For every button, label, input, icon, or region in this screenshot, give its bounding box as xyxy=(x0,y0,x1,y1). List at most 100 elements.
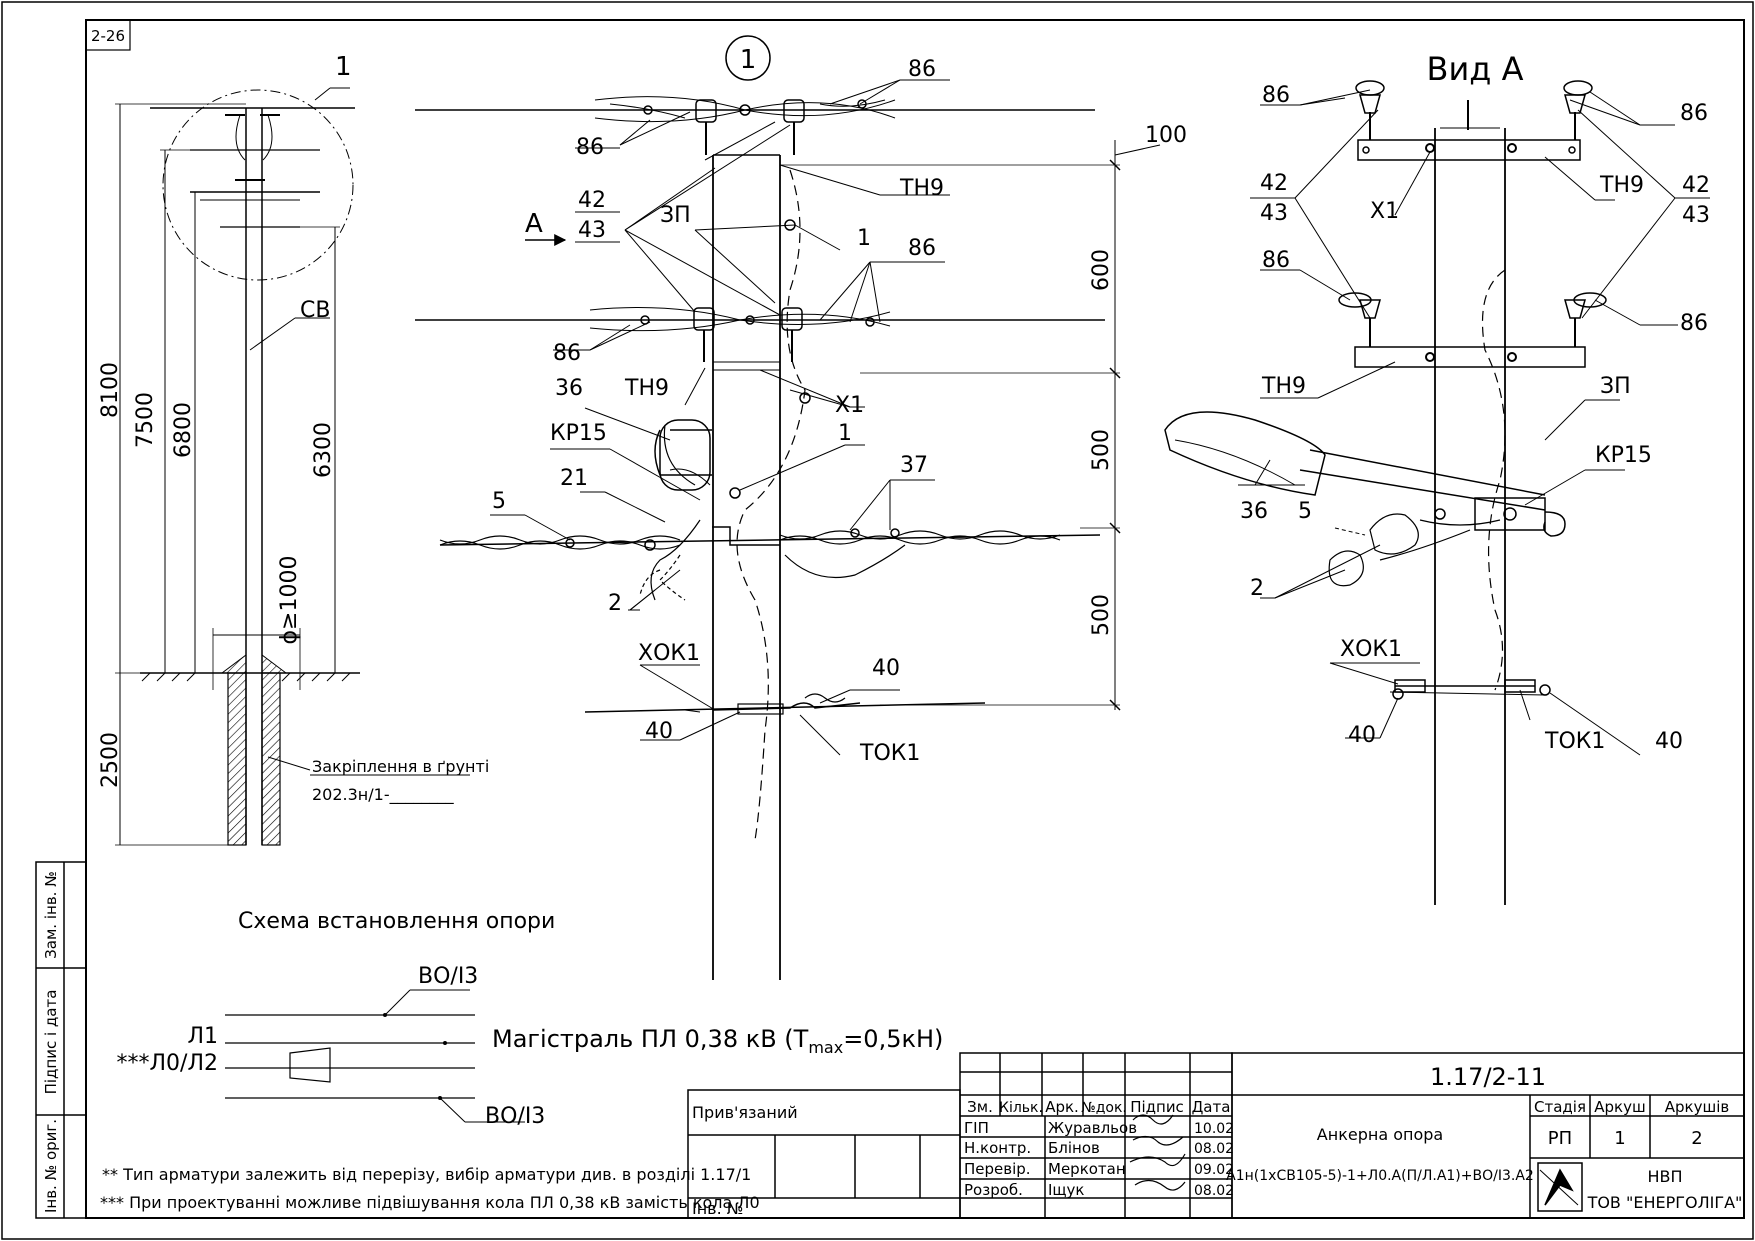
tb-head-ark: Арк. xyxy=(1045,1098,1079,1116)
label-42: 42 xyxy=(578,188,606,213)
label-36: 36 xyxy=(555,376,583,401)
general-label-1: 1 xyxy=(335,52,352,82)
tb-inv-no: Інв. № xyxy=(692,1199,743,1218)
tb-r3-name: Меркотан xyxy=(1048,1160,1126,1178)
label-21: 21 xyxy=(560,466,588,491)
side-stamp-pidpys: Підпис і дата xyxy=(42,990,60,1095)
note-1: ** Тип арматури залежить від перерізу, в… xyxy=(102,1165,751,1184)
tb-head-zm: Зм. xyxy=(967,1098,993,1116)
arrow-a-letter: А xyxy=(525,209,543,239)
view-a xyxy=(1164,80,1710,905)
label-40-right: 40 xyxy=(872,656,900,681)
tb-r2-name: Блінов xyxy=(1048,1139,1100,1157)
view-a-label-kr15: КР15 xyxy=(1595,443,1652,468)
dim-500-lower: 500 xyxy=(1089,594,1114,636)
scheme-vo13-bottom: ВО/І3 xyxy=(485,1104,545,1129)
tb-r2-role: Н.контр. xyxy=(964,1139,1031,1157)
dim-100: 100 xyxy=(1145,123,1187,148)
view-a-label-42-right: 42 xyxy=(1682,173,1710,198)
label-1-upper: 1 xyxy=(857,226,871,251)
scheme-vo13-top: ВО/І3 xyxy=(418,964,478,989)
label-2: 2 xyxy=(608,591,622,616)
tb-head-pidpys: Підпис xyxy=(1130,1098,1184,1116)
installation-scheme xyxy=(225,989,525,1123)
tb-r3-role: Перевір. xyxy=(964,1160,1031,1178)
scheme-point-vo13-bottom xyxy=(438,1096,442,1100)
tb-desc1: Анкерна опора xyxy=(1317,1125,1443,1144)
side-stamp xyxy=(35,861,87,1219)
tb-pryviazanyi: Прив'язаний xyxy=(692,1103,798,1122)
tb-r4-name: Іщук xyxy=(1048,1181,1085,1199)
tb-r1-role: ГІП xyxy=(964,1119,989,1137)
dim-8100: 8100 xyxy=(98,362,123,418)
tb-head-kilk: Кільк. xyxy=(999,1100,1043,1116)
dim-1000: ϕ≥1000 xyxy=(277,556,302,645)
side-stamp-inv: Інв. № ориг. xyxy=(42,1119,60,1213)
tb-head-doc: №док. xyxy=(1081,1100,1127,1116)
tb-r1-date: 10.02 xyxy=(1194,1121,1234,1137)
label-37: 37 xyxy=(900,453,928,478)
view-a-label-86-mid-left: 86 xyxy=(1262,248,1290,273)
label-zp: ЗП xyxy=(660,203,691,228)
corner-code: 2-26 xyxy=(91,27,125,45)
tb-org2: ТОВ "ЕНЕРГОЛІГА" xyxy=(1587,1193,1743,1212)
corner-code-box xyxy=(85,19,131,51)
label-5: 5 xyxy=(492,489,506,514)
view-a-title: Вид А xyxy=(1427,50,1524,88)
tb-sheets-head: Аркушів xyxy=(1665,1098,1729,1116)
tb-r4-role: Розроб. xyxy=(964,1181,1023,1199)
scheme-point-mainline xyxy=(443,1041,447,1045)
dim-6300: 6300 xyxy=(311,422,336,478)
tb-head-data: Дата xyxy=(1192,1098,1231,1116)
title-block xyxy=(687,1052,1745,1219)
view-a-label-40-right: 40 xyxy=(1655,729,1683,754)
scheme-point-vo13-top xyxy=(383,1013,387,1017)
view-a-label-40-left: 40 xyxy=(1348,723,1376,748)
view-a-label-xok1: ХОК1 xyxy=(1340,637,1402,662)
label-kr15: КР15 xyxy=(550,421,607,446)
scheme-l1: Л1 xyxy=(187,1024,218,1049)
general-label-sv: СВ xyxy=(300,298,330,323)
label-tok1: ТОК1 xyxy=(859,741,920,766)
view-a-label-th9-lower: ТН9 xyxy=(1261,374,1306,399)
view-a-label-zp: ЗП xyxy=(1600,374,1631,399)
tb-sheet-head: Аркуш xyxy=(1594,1098,1645,1116)
ground-note-line1: Закріплення в ґрунті xyxy=(312,757,489,776)
dim-2500: 2500 xyxy=(98,732,123,788)
view-a-label-36: 36 xyxy=(1240,499,1268,524)
tb-sheet: 1 xyxy=(1614,1128,1625,1149)
tb-r1-name: Журавльов xyxy=(1048,1119,1137,1137)
tb-r2-date: 08.02 xyxy=(1194,1141,1234,1157)
view-a-label-86-top-right: 86 xyxy=(1680,101,1708,126)
view-a-label-86-mid-right: 86 xyxy=(1680,311,1708,336)
view-a-label-th9-upper: ТН9 xyxy=(1599,173,1644,198)
scheme-title: Схема встановлення опори xyxy=(238,909,555,934)
tb-r4-date: 08.02 xyxy=(1194,1183,1234,1199)
view-number-1: 1 xyxy=(740,45,757,75)
label-86-mid: 86 xyxy=(908,236,936,261)
label-86-mid-left: 86 xyxy=(553,341,581,366)
label-1-lower: 1 xyxy=(838,421,852,446)
ground-note-line2: 202.3н/1-________ xyxy=(312,785,455,805)
tb-desc2: А1н(1хСВ105-5)-1+Л0.А(П/Л.А1)+ВО/І3.А2 xyxy=(1226,1168,1534,1184)
note-2: *** При проектуванні можливе підвішуванн… xyxy=(100,1193,760,1212)
label-86-top-left: 86 xyxy=(576,135,604,160)
label-86-top: 86 xyxy=(908,57,936,82)
dim-6800: 6800 xyxy=(171,402,196,458)
tb-r3-date: 09.02 xyxy=(1194,1162,1234,1178)
label-x1: Х1 xyxy=(835,393,864,418)
view-a-label-5: 5 xyxy=(1298,499,1312,524)
label-43: 43 xyxy=(578,218,606,243)
tb-org1: НВП xyxy=(1647,1167,1682,1186)
dim-600: 600 xyxy=(1089,249,1114,291)
view-a-label-x1: Х1 xyxy=(1370,199,1399,224)
view-a-label-43-left: 43 xyxy=(1260,201,1288,226)
scheme-l0-l2: ***Л0/Л2 xyxy=(117,1051,219,1076)
label-xok1: ХОК1 xyxy=(638,641,700,666)
detail-1-view xyxy=(415,35,1161,980)
scheme-mainline: Магістраль ПЛ 0,38 кВ (Tmax=0,5кН) xyxy=(492,1025,943,1057)
tb-stage-head: Стадія xyxy=(1534,1098,1586,1116)
label-40-left: 40 xyxy=(645,719,673,744)
